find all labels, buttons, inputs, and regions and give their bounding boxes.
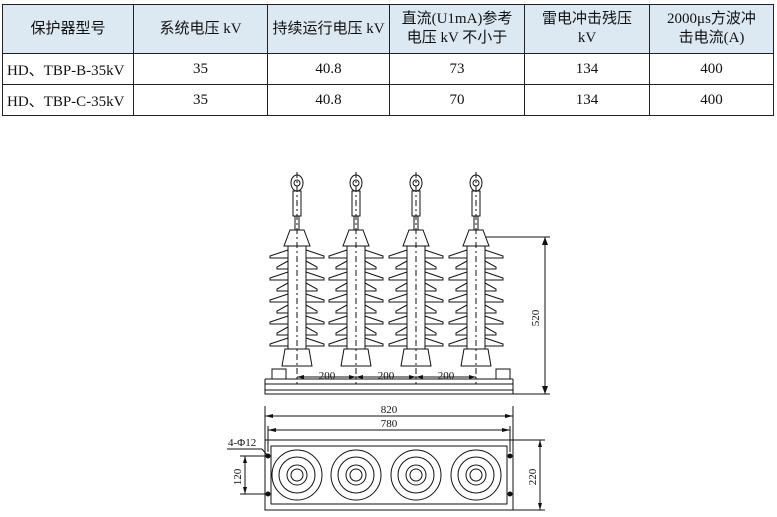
mount-width-label: 780	[381, 418, 398, 430]
header-lightning-residual-voltage: 雷电冲击残压 kV	[524, 4, 650, 54]
hole-leader-line	[261, 448, 269, 457]
base-bracket-left	[271, 368, 287, 380]
plan-base-outline	[264, 439, 514, 511]
base-bracket-right	[495, 368, 511, 380]
table-header-row: 保护器型号 系统电压 kV 持续运行电压 kV 直流(U1mA)参考 电压 kV…	[2, 4, 774, 54]
plan-inner-circle	[290, 468, 304, 482]
hole-spacing-label: 120	[232, 468, 244, 485]
hole-label: 4-Φ12	[228, 437, 256, 449]
table-row: HD、TBP-B-35kV 35 40.8 73 134 400	[2, 53, 774, 85]
plan-outer-circle	[330, 449, 382, 501]
header-dc-reference-voltage: 直流(U1mA)参考 电压 kV 不小于	[389, 4, 525, 54]
plan-base-inner	[270, 445, 508, 505]
plan-shed-circle	[457, 456, 495, 494]
cell-square-wave-current: 400	[649, 53, 774, 85]
plan-shed-circle	[337, 456, 375, 494]
plan-outer-circle	[390, 449, 442, 501]
cell-lightning-residual-voltage: 134	[524, 53, 650, 85]
cell-dc-reference-voltage: 70	[389, 84, 525, 116]
cell-system-voltage: 35	[133, 53, 268, 85]
plan-core-circle	[465, 464, 487, 486]
height-label: 520	[530, 309, 542, 326]
plan-core-circle	[345, 464, 367, 486]
mounting-hole	[507, 491, 513, 497]
header-continuous-voltage: 持续运行电压 kV	[267, 4, 390, 54]
spacing-label: 200	[319, 370, 336, 382]
overall-width-label: 820	[381, 404, 398, 416]
spacing-label: 200	[378, 370, 395, 382]
header-square-wave-current: 2000μs方波冲 击电流(A)	[649, 4, 774, 54]
plan-outer-circle	[450, 449, 502, 501]
cell-dc-reference-voltage: 73	[389, 53, 525, 85]
plan-shed-circle	[397, 456, 435, 494]
plan-inner-circle	[409, 468, 423, 482]
plan-core-circle	[405, 464, 427, 486]
table-row: HD、TBP-C-35kV 35 40.8 70 134 400	[2, 84, 774, 116]
cell-model: HD、TBP-B-35kV	[2, 53, 134, 85]
base-depth-label: 220	[527, 468, 539, 485]
surge-arrester-unit	[328, 172, 384, 384]
plan-inner-circle	[469, 468, 483, 482]
plan-core-circle	[286, 464, 308, 486]
front-base-plate	[264, 383, 514, 395]
cell-continuous-voltage: 40.8	[267, 84, 390, 116]
plan-unit	[271, 449, 323, 501]
spacing-label: 200	[438, 370, 455, 382]
surge-arrester-unit	[269, 172, 325, 384]
cell-lightning-residual-voltage: 134	[524, 84, 650, 116]
insulator-group	[269, 172, 504, 384]
surge-arrester-unit	[388, 172, 444, 384]
surge-arrester-unit	[448, 172, 504, 384]
header-model: 保护器型号	[2, 4, 134, 54]
plan-shed-circle	[278, 456, 316, 494]
specification-table: 保护器型号 系统电压 kV 持续运行电压 kV 直流(U1mA)参考 电压 kV…	[2, 4, 774, 116]
plan-unit	[390, 449, 442, 501]
plan-circle-group	[271, 449, 502, 501]
mounting-hole	[507, 453, 513, 459]
cell-system-voltage: 35	[133, 84, 268, 116]
plan-unit	[330, 449, 382, 501]
plan-inner-circle	[349, 468, 363, 482]
plan-outer-circle	[271, 449, 323, 501]
plan-unit	[450, 449, 502, 501]
cell-square-wave-current: 400	[649, 84, 774, 116]
